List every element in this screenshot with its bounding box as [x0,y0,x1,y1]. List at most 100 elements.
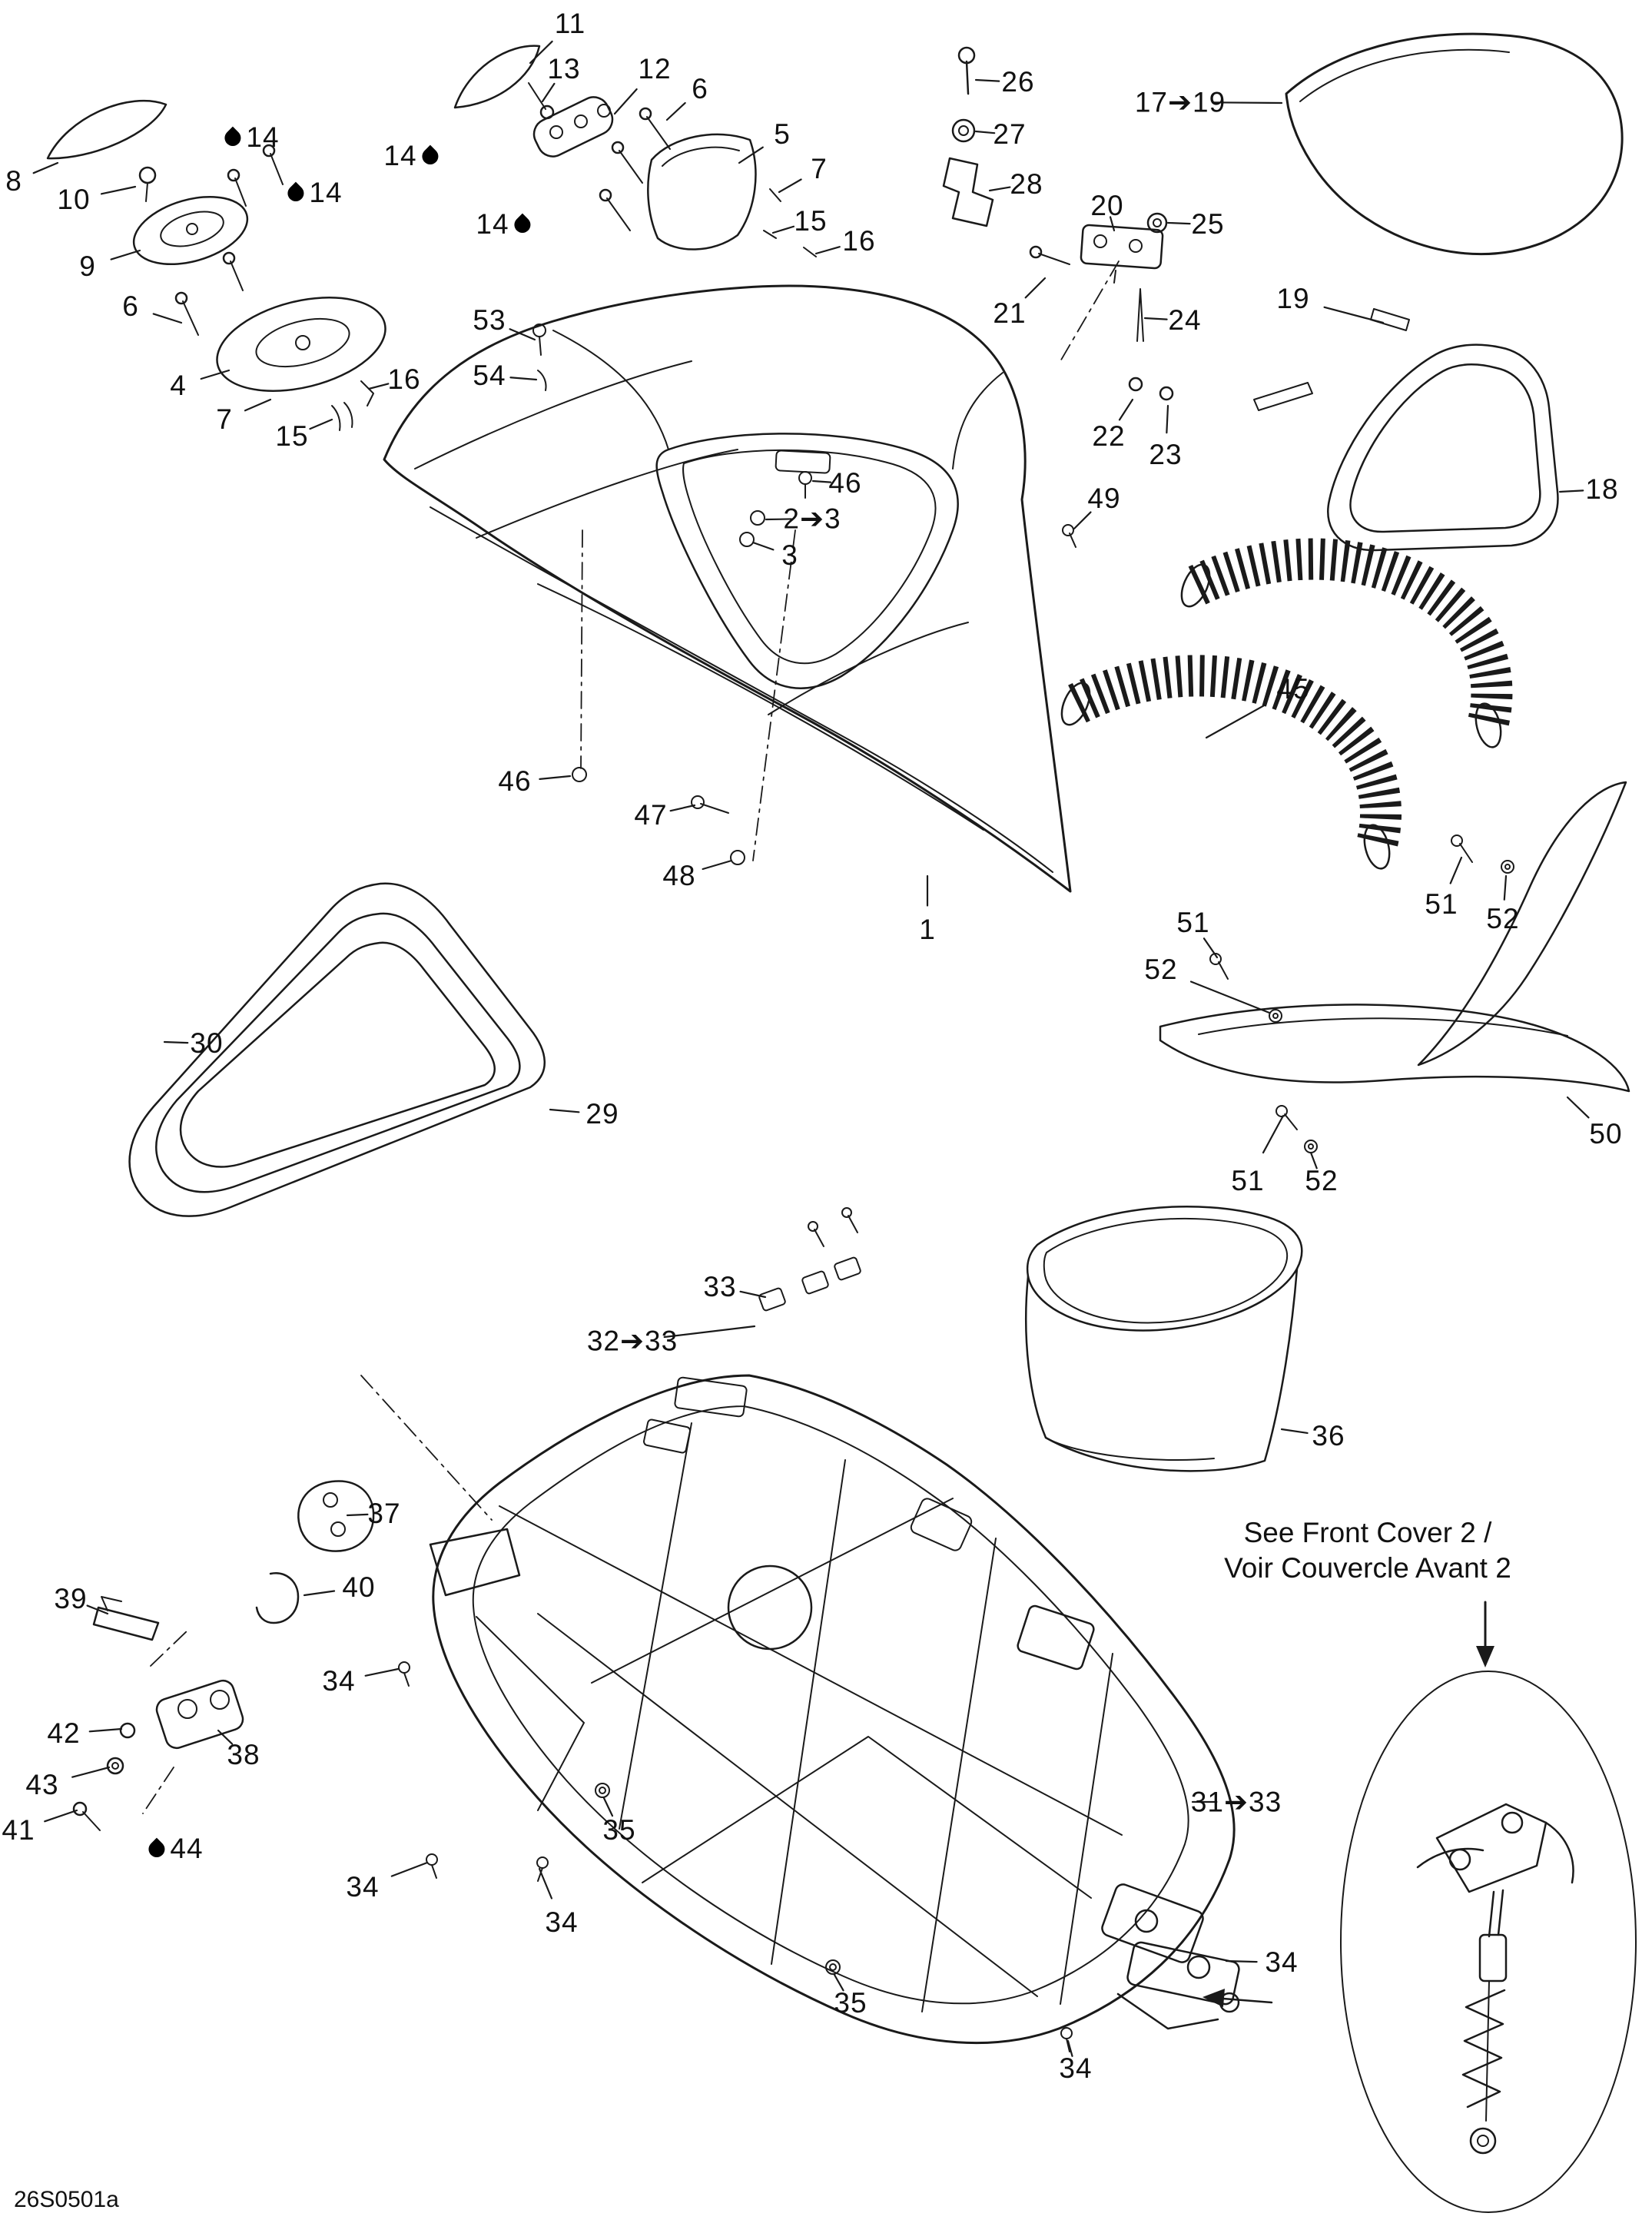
callout-text: 34 [346,1871,380,1903]
callout-42: 42 [47,1717,80,1750]
callout-text: 46 [498,765,532,797]
callout-text: 14 [476,208,509,240]
mirror-parts-art [453,45,817,257]
leader-line [1225,1959,1258,1963]
callout-text: 48 [662,860,696,891]
callout-text: 41 [2,1814,35,1846]
callout-text: 34 [1059,2052,1093,2084]
latch-parts-art [72,1480,375,1831]
callout-text: 3 [781,539,798,571]
lubricant-droplet-icon [284,181,307,204]
gasket-art [128,882,546,1217]
callout-text: 22 [1092,420,1126,452]
leader-line [539,775,572,780]
vent-parts-art [46,99,386,431]
callout-text: 34 [322,1665,356,1697]
callout-13: 13 [547,53,580,85]
winglet-fasteners-art [1209,834,1514,1153]
callout-text: 44 [170,1833,204,1864]
leader-line [1118,398,1134,421]
callout-text: 7 [811,153,828,184]
leader-line [613,88,638,115]
leader-line [1166,221,1191,225]
callout-34: 34 [1059,2052,1092,2085]
callout-text: 35 [834,1987,867,2019]
leader-line [509,328,536,341]
leader-line [1309,1151,1318,1170]
callout-6: 6 [692,73,708,105]
leader-line [1189,980,1271,1014]
leader-line [200,369,231,380]
construction-lines [142,260,1120,1814]
callout-18: 18 [1585,473,1618,506]
leader-line [541,82,556,103]
callout-text: 50 [1589,1118,1623,1150]
leader-line [702,859,733,871]
callout-text: 33 [703,1271,737,1302]
trim-ring-art [1327,343,1559,552]
leader-line [1280,1428,1309,1435]
callout-14: 14 [221,121,279,154]
leader-line [1109,216,1116,232]
leader-line [1073,511,1092,530]
callout-8: 8 [5,165,22,197]
callout-14: 14 [383,140,442,172]
callout-49: 49 [1087,483,1120,515]
leader-line [303,1590,336,1597]
leader-line [1203,937,1219,959]
callout-29: 29 [585,1098,619,1130]
leader-line [390,1861,429,1877]
lubricant-droplet-icon [419,144,442,168]
leader-line [1205,704,1266,739]
frame-fasteners-art [398,1661,1073,2052]
callout-text: 42 [47,1717,81,1749]
callout-21: 21 [993,297,1026,330]
clip-parts-art [758,1207,861,1312]
callout-32-33: 32➔33 [587,1325,678,1358]
callout-30: 30 [190,1027,223,1060]
callout-34: 34 [545,1906,578,1939]
callout-12: 12 [638,53,671,85]
callout-text: 43 [25,1769,59,1800]
callout-4: 4 [170,370,187,402]
leader-line [988,186,1011,192]
callout-39: 39 [54,1583,87,1615]
callout-text: 5 [774,118,791,150]
air-hoses-art [1060,538,1513,870]
callout-text: 36 [1312,1420,1345,1452]
leader-line [538,1867,553,1900]
leader-line [814,246,841,255]
callout-text: 51 [1425,888,1458,920]
callout-text: 47 [634,799,668,831]
bracket-parts-art [942,46,1410,411]
callout-40: 40 [342,1571,375,1604]
callout-7: 7 [811,153,828,185]
callout-text: 45 [1276,673,1310,705]
callout-text: 40 [342,1571,376,1603]
callout-text: 31➔33 [1190,1786,1282,1818]
callout-7: 7 [216,403,233,436]
hood-fasteners-art [532,324,1076,865]
callout-text: 15 [794,205,828,237]
callout-text: 29 [585,1098,619,1130]
leader-line [811,479,832,483]
lubricant-droplet-icon [221,126,244,149]
callout-51: 51 [1176,907,1209,939]
leader-line [44,1809,78,1823]
callout-52: 52 [1486,903,1519,935]
lubricant-droplet-icon [145,1837,168,1860]
callout-text: 25 [1191,208,1225,240]
leader-line [152,313,183,324]
callout-16: 16 [387,363,420,396]
basket-art [1025,1205,1303,1472]
callout-text: 24 [1168,304,1202,336]
leader-line [367,383,390,390]
callout-text: 21 [993,297,1027,329]
callout-17-19: 17➔19 [1135,86,1226,119]
note-down-arrow-icon [1476,1601,1494,1667]
callout-text: 4 [170,370,187,401]
callout-19: 19 [1276,283,1309,315]
